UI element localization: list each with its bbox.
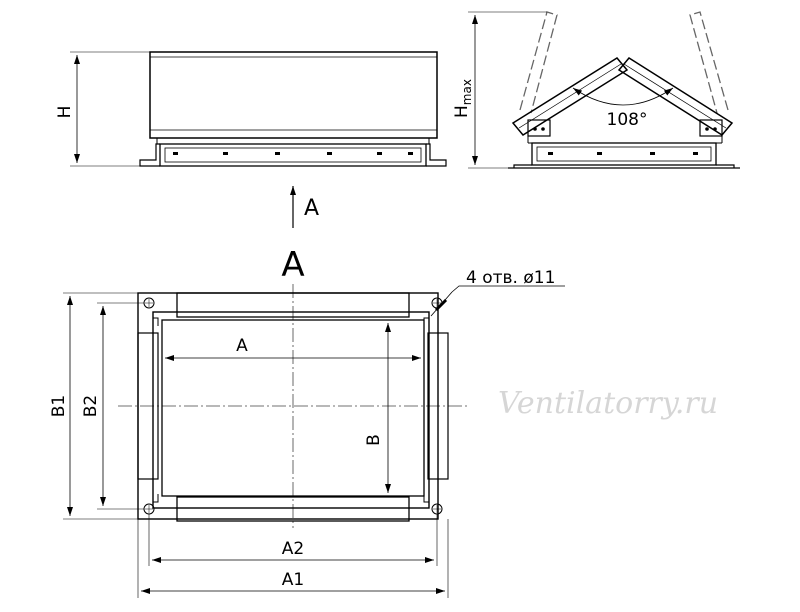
dim-a2-label: A2: [282, 539, 304, 559]
watermark: Ventilatorry.ru: [498, 386, 718, 421]
side-view: H: [55, 51, 447, 167]
holes-note: 4 отв. ø11: [466, 268, 555, 288]
view-title: A: [281, 245, 304, 285]
dim-h-label: H: [55, 106, 75, 119]
dim-b-label: B: [364, 434, 384, 446]
dim-b1-label: B1: [49, 395, 69, 417]
dim-b2-label: B2: [81, 395, 101, 417]
plan-view: 4 отв. ø11 A B B1 B2 A2 A1: [49, 268, 565, 598]
view-arrow: A: [290, 186, 319, 228]
dim-a1-label: A1: [282, 570, 304, 590]
open-view: 108° Hmax: [452, 11, 740, 169]
dim-hmax-sub: max: [460, 79, 474, 105]
dim-hmax-label: Hmax: [452, 79, 474, 118]
angle-label: 108°: [607, 110, 648, 130]
view-arrow-label: A: [304, 196, 319, 221]
dim-a-label: A: [236, 336, 248, 356]
dim-hmax-main: H: [452, 105, 472, 118]
